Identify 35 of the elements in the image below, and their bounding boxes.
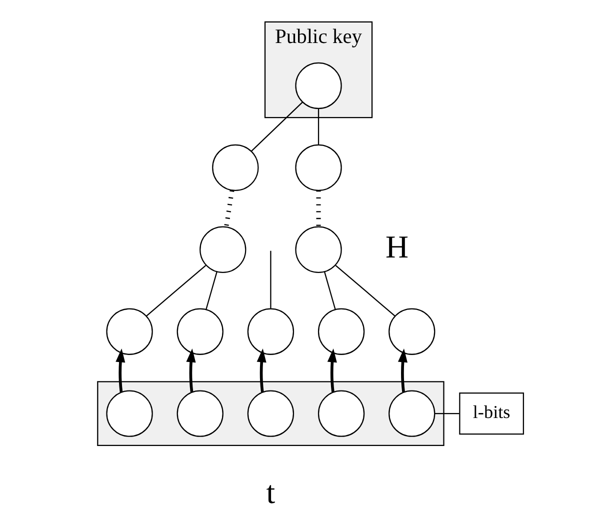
node-circle	[176, 390, 224, 437]
node-circle	[388, 390, 436, 437]
node-circle	[176, 308, 224, 355]
connector	[324, 272, 336, 310]
connector	[318, 108, 320, 145]
node-circle	[247, 390, 294, 437]
node-circle	[106, 308, 153, 355]
connector	[434, 413, 460, 414]
arrow	[116, 348, 126, 392]
connector	[206, 272, 218, 310]
arrow	[256, 348, 266, 392]
node-circle	[212, 144, 259, 191]
connector	[335, 264, 396, 316]
arrow	[398, 348, 408, 392]
node-circle	[295, 144, 342, 191]
node-circle	[106, 390, 153, 437]
node-box: l-bits	[459, 392, 524, 435]
node-circle	[295, 226, 342, 273]
connector	[251, 102, 303, 152]
cluster: Public key	[264, 21, 373, 118]
connector	[146, 264, 206, 316]
node-circle	[295, 62, 342, 110]
arrow	[186, 348, 196, 392]
node-circle	[318, 308, 365, 355]
arrow	[327, 348, 337, 392]
node-circle	[200, 226, 246, 273]
connector	[270, 250, 272, 308]
node-circle	[388, 308, 436, 355]
connector	[316, 190, 321, 227]
node-circle	[318, 390, 365, 437]
label: H	[386, 229, 409, 264]
node-circle	[247, 308, 294, 355]
label: t	[266, 474, 276, 510]
connector	[224, 190, 234, 228]
cluster	[97, 381, 444, 446]
